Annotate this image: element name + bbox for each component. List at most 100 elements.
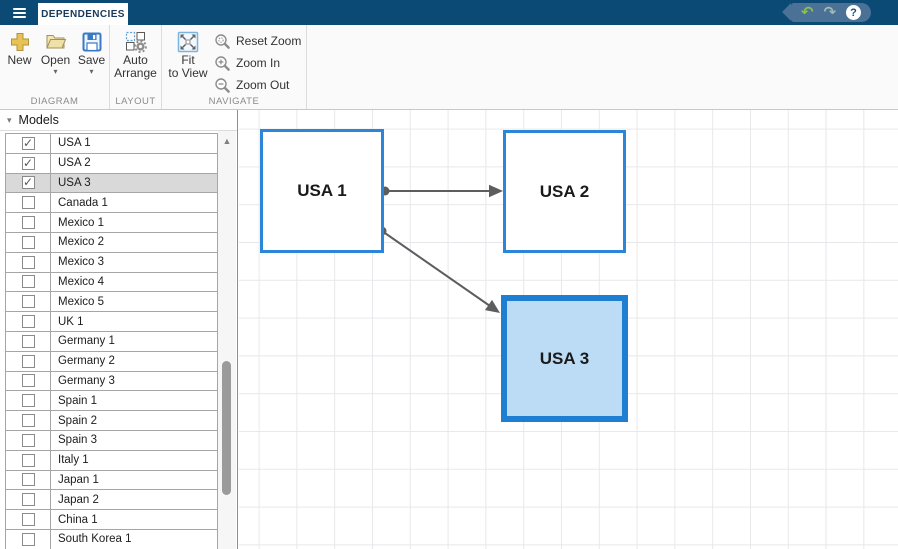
model-name-cell[interactable]: Spain 1	[58, 394, 98, 407]
save-dropdown-icon[interactable]: ▾	[89, 67, 94, 76]
model-row[interactable]: Canada 1	[6, 193, 217, 214]
hamburger-menu-button[interactable]	[0, 0, 38, 25]
model-checkbox[interactable]	[21, 513, 35, 527]
toolbar-group-navigate: Fit to View Reset Zoom Zoom In	[162, 25, 307, 109]
model-checkbox[interactable]	[21, 453, 35, 467]
undo-icon[interactable]: ↶	[800, 4, 814, 21]
model-checkbox[interactable]: ✓	[21, 135, 35, 150]
group-label-navigate: NAVIGATE	[208, 96, 260, 107]
model-name-cell[interactable]: Spain 3	[58, 434, 98, 447]
model-row[interactable]: Mexico 2	[6, 232, 217, 253]
model-row[interactable]: UK 1	[6, 312, 217, 332]
model-checkbox[interactable]	[21, 414, 35, 428]
model-name-cell[interactable]: Mexico 2	[58, 236, 105, 249]
model-name-cell[interactable]: Mexico 5	[58, 295, 105, 308]
model-name-cell[interactable]: Canada 1	[58, 196, 108, 209]
diagram-node-usa1[interactable]: USA 1	[260, 129, 384, 253]
open-dropdown-icon[interactable]: ▾	[53, 67, 58, 76]
model-row[interactable]: Japan 1	[6, 470, 217, 491]
model-checkbox-cell	[6, 193, 51, 213]
model-checkbox[interactable]	[21, 216, 35, 230]
model-row[interactable]: Japan 2	[6, 490, 217, 511]
model-row[interactable]: Germany 3	[6, 371, 217, 392]
redo-icon[interactable]: ↷	[823, 4, 837, 21]
model-name-cell[interactable]: UK 1	[58, 315, 84, 328]
navigate-menu: Reset Zoom Zoom In Zoom Out	[214, 28, 301, 109]
diagram-canvas[interactable]: USA 1 USA 2 USA 3	[239, 110, 898, 549]
model-checkbox[interactable]	[21, 473, 35, 487]
model-name-cell[interactable]: Italy 1	[58, 454, 89, 467]
zoom-out-button[interactable]: Zoom Out	[214, 74, 301, 96]
model-checkbox[interactable]	[21, 315, 35, 329]
zoom-in-label: Zoom In	[236, 56, 281, 70]
model-checkbox[interactable]	[21, 255, 35, 269]
scroll-up-icon[interactable]: ▲	[222, 136, 232, 146]
model-name-cell[interactable]: Japan 2	[58, 493, 99, 506]
model-name-cell[interactable]: Germany 3	[58, 374, 115, 387]
model-name-cell[interactable]: Mexico 4	[58, 275, 105, 288]
help-button[interactable]: ?	[846, 5, 862, 20]
model-name-cell[interactable]: Japan 1	[58, 473, 99, 486]
model-name-cell[interactable]: Mexico 3	[58, 256, 105, 269]
model-row[interactable]: ✓ USA 2	[6, 153, 217, 174]
scrollbar-thumb[interactable]	[222, 361, 231, 495]
model-name-cell[interactable]: Germany 1	[58, 335, 115, 348]
zoom-in-button[interactable]: Zoom In	[214, 52, 301, 74]
model-row[interactable]: ✓ USA 1	[6, 134, 217, 154]
open-button[interactable]: Open ▾	[38, 28, 73, 109]
model-name-cell[interactable]: USA 3	[58, 176, 91, 189]
tab-dependencies[interactable]: DEPENDENCIES	[38, 3, 128, 25]
models-panel-header[interactable]: ▾ Models	[0, 110, 237, 131]
model-checkbox[interactable]	[21, 196, 35, 210]
save-button[interactable]: Save ▾	[74, 28, 109, 109]
model-checkbox[interactable]	[21, 275, 35, 289]
diagram-node-usa3-selected[interactable]: USA 3	[501, 295, 628, 422]
model-checkbox[interactable]	[21, 334, 35, 348]
auto-arrange-button[interactable]: Auto Arrange	[112, 28, 160, 109]
open-label: Open	[40, 53, 71, 67]
model-checkbox[interactable]	[21, 235, 35, 249]
model-row[interactable]: Mexico 1	[6, 213, 217, 233]
model-checkbox-cell	[6, 529, 51, 549]
model-row[interactable]: Mexico 3	[6, 252, 217, 273]
model-row[interactable]: Germany 1	[6, 331, 217, 352]
model-checkbox[interactable]	[21, 374, 35, 388]
model-checkbox[interactable]	[21, 354, 35, 368]
model-row[interactable]: ✓ USA 3	[6, 173, 217, 194]
models-scrollbar[interactable]: ▲	[218, 131, 236, 549]
model-row[interactable]: Spain 1	[6, 391, 217, 412]
model-name-cell[interactable]: South Korea 1	[58, 533, 132, 546]
new-button[interactable]: New	[2, 28, 37, 109]
model-checkbox-cell	[6, 331, 51, 351]
model-row[interactable]: Italy 1	[6, 450, 217, 471]
model-name-cell[interactable]: Germany 2	[58, 355, 115, 368]
model-name-cell[interactable]: Spain 2	[58, 414, 98, 427]
model-checkbox[interactable]	[21, 295, 35, 309]
model-checkbox[interactable]	[21, 433, 35, 447]
model-name-cell[interactable]: China 1	[58, 513, 98, 526]
model-checkbox-cell	[6, 252, 51, 272]
model-checkbox[interactable]	[21, 532, 35, 546]
model-checkbox[interactable]	[21, 394, 35, 408]
model-checkbox-cell: ✓	[6, 153, 51, 173]
model-row[interactable]: Spain 3	[6, 430, 217, 451]
reset-zoom-button[interactable]: Reset Zoom	[214, 30, 301, 52]
model-row[interactable]: Germany 2	[6, 351, 217, 372]
models-panel-title: Models	[18, 113, 59, 127]
diagram-node-usa2[interactable]: USA 2	[503, 130, 626, 253]
model-checkbox[interactable]: ✓	[21, 175, 35, 190]
model-row[interactable]: Spain 2	[6, 411, 217, 431]
model-checkbox[interactable]: ✓	[21, 155, 35, 170]
model-row[interactable]: Mexico 5	[6, 292, 217, 313]
fit-to-view-button[interactable]: Fit to View	[166, 28, 210, 109]
collapse-icon[interactable]: ▾	[7, 114, 12, 125]
model-row[interactable]: Mexico 4	[6, 272, 217, 293]
model-checkbox[interactable]	[21, 493, 35, 507]
model-name-cell[interactable]: USA 1	[58, 137, 91, 150]
zoom-out-label: Zoom Out	[236, 78, 290, 92]
toolstrip-empty-area	[307, 25, 898, 109]
model-name-cell[interactable]: Mexico 1	[58, 216, 105, 229]
model-row[interactable]: South Korea 1	[6, 529, 217, 549]
model-name-cell[interactable]: USA 2	[58, 157, 91, 170]
model-row[interactable]: China 1	[6, 510, 217, 530]
